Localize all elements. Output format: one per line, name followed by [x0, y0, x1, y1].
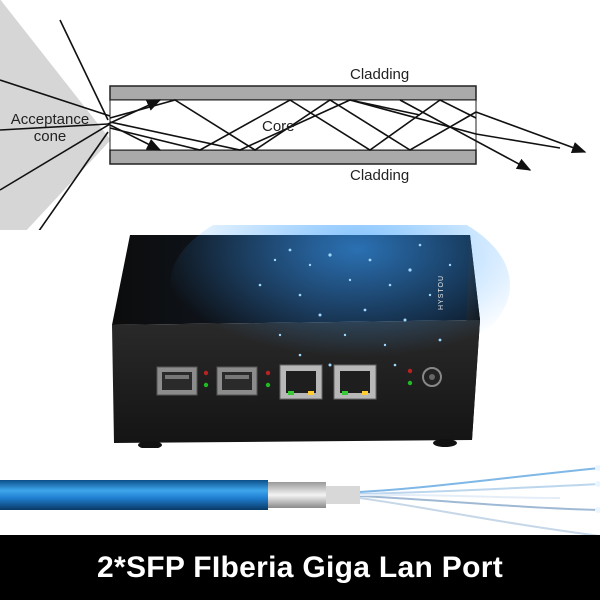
led-indicator-icon: [203, 368, 413, 388]
acceptance-label-line2: cone: [33, 128, 67, 145]
fiber-optic-diagram: Acceptance cone Core Cladding Cladding: [0, 0, 600, 259]
cladding-top-label: Cladding: [350, 66, 410, 83]
fiber-strands: [359, 467, 600, 537]
cladding-bottom-label: Cladding: [350, 167, 410, 184]
acceptance-label-line1: Acceptance: [10, 111, 90, 128]
cable-svg: [0, 448, 600, 543]
cladding-bottom: [109, 149, 477, 165]
banner-title: 2*SFP FIberia Giga Lan Port: [97, 550, 503, 584]
cladding-top: [109, 85, 477, 101]
brand-label: HYSTOU: [438, 274, 445, 310]
fiber-sparkles: [258, 243, 452, 377]
mini-pc-device: HYSTOU: [0, 195, 600, 460]
title-banner: 2*SFP FIberia Giga Lan Port: [0, 535, 600, 600]
core-label: Core: [262, 118, 295, 135]
acceptance-cone: [0, 0, 110, 258]
device-svg: [112, 195, 510, 449]
power-jack-icon: [422, 367, 442, 387]
ethernet-port-icon: [279, 364, 323, 400]
ethernet-port-icon: [333, 364, 377, 400]
sfp-port-icon: [156, 366, 198, 396]
fiber-cable: [0, 448, 600, 543]
cable-jacket: [0, 480, 268, 510]
fiber-diagram-svg: [0, 0, 587, 259]
sfp-port-icon: [216, 366, 258, 396]
acceptance-cone-label: Acceptance cone: [4, 111, 96, 145]
cable-ferrule: [268, 482, 326, 508]
